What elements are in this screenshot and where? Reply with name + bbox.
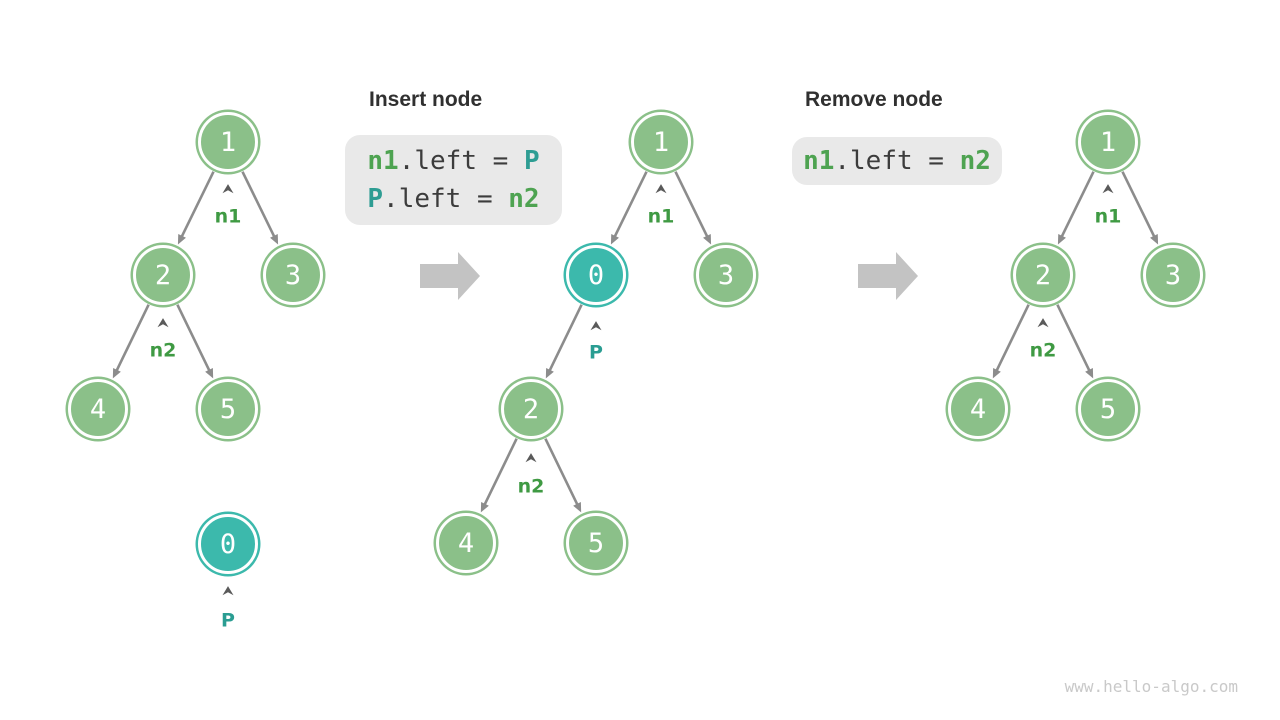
tree-node-3: 3: [1143, 245, 1203, 305]
tree-edge: [1056, 304, 1091, 372]
tree-edge-arrowhead-icon: [703, 234, 712, 245]
tree-node-4: 4: [436, 513, 496, 573]
watermark: www.hello-algo.com: [1064, 677, 1238, 696]
tree-edge: [613, 171, 648, 238]
pointer-label-n1: n1: [1094, 205, 1122, 228]
tree-edge: [1060, 171, 1095, 238]
tree-edge: [180, 171, 215, 238]
tree-edge: [176, 304, 211, 372]
pointer-label-n2: n2: [1029, 339, 1057, 362]
tree-edge: [674, 171, 709, 238]
tree-node-5: 5: [198, 379, 258, 439]
caret-up-icon: [157, 318, 169, 328]
pointer-label-n2: n2: [149, 339, 177, 362]
code-token: n1: [803, 146, 835, 176]
caret-up-icon: [590, 321, 602, 331]
caret-up-icon: [1102, 184, 1114, 194]
caret-up-icon: [222, 586, 234, 596]
tree-node-3: 3: [263, 245, 323, 305]
tree-edge-arrowhead-icon: [1085, 367, 1094, 379]
tree-node-2: 2: [133, 245, 193, 305]
caret-up-icon: [525, 453, 537, 463]
tree-node-1: 1: [1078, 112, 1138, 172]
tree-edge-arrowhead-icon: [270, 234, 279, 245]
tree-node-1: 1: [198, 112, 258, 172]
tree-node-5: 5: [566, 513, 626, 573]
code-token: .left =: [834, 146, 960, 176]
pointer-label-P: P: [221, 609, 235, 632]
tree-edge-arrowhead-icon: [545, 367, 554, 379]
code-token: P: [367, 184, 384, 214]
tree-node-1: 1: [631, 112, 691, 172]
tree-edge: [548, 304, 583, 372]
tree-edge: [995, 304, 1030, 372]
section-title-insert: Insert node: [369, 88, 483, 111]
code-box: n1.left = n2: [792, 137, 1002, 185]
caret-up-icon: [1037, 318, 1049, 328]
tree-edge: [241, 171, 276, 238]
tree-edge-arrowhead-icon: [480, 501, 489, 513]
tree-edge: [1121, 171, 1156, 238]
transition-arrow-icon: [420, 252, 480, 300]
tree-node-0: 0: [198, 514, 258, 574]
code-token: .left =: [383, 184, 509, 214]
tree-edge: [483, 438, 518, 506]
tree-node-5: 5: [1078, 379, 1138, 439]
caret-up-icon: [655, 184, 667, 194]
tree-edge-arrowhead-icon: [112, 367, 121, 379]
tree-edge-arrowhead-icon: [177, 234, 186, 245]
code-token: n2: [959, 146, 991, 176]
code-token: n2: [508, 184, 540, 214]
pointer-label-n1: n1: [214, 205, 242, 228]
tree-edge: [115, 304, 150, 372]
tree-edge-arrowhead-icon: [205, 367, 214, 379]
tree-node-3: 3: [696, 245, 756, 305]
code-token: .left =: [398, 146, 524, 176]
pointer-label-P: P: [589, 341, 603, 364]
tree-edge-arrowhead-icon: [573, 501, 582, 513]
tree-node-4: 4: [948, 379, 1008, 439]
tree-node-2: 2: [1013, 245, 1073, 305]
tree-edge-arrowhead-icon: [1150, 234, 1159, 245]
code-line: n1.left = P: [367, 142, 539, 180]
tree-edge-arrowhead-icon: [610, 234, 619, 245]
pointer-label-n1: n1: [647, 205, 675, 228]
caret-up-icon: [222, 184, 234, 194]
pointer-label-n2: n2: [517, 475, 545, 498]
tree-edge-arrowhead-icon: [1057, 234, 1066, 245]
tree-node-4: 4: [68, 379, 128, 439]
section-title-remove: Remove node: [805, 88, 943, 111]
code-token: P: [523, 146, 540, 176]
code-line: n1.left = n2: [803, 142, 991, 180]
tree-node-2: 2: [501, 379, 561, 439]
tree-edge: [544, 438, 579, 506]
code-line: P.left = n2: [367, 180, 539, 218]
tree-node-0: 0: [566, 245, 626, 305]
code-token: n1: [367, 146, 399, 176]
transition-arrow-icon: [858, 252, 918, 300]
tree-edge-arrowhead-icon: [992, 367, 1001, 379]
